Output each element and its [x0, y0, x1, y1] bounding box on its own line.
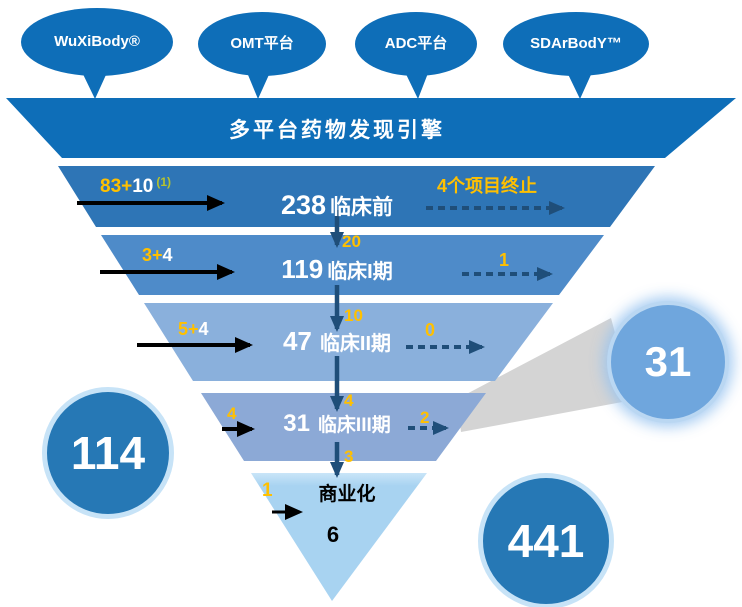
stage-1-band — [58, 166, 655, 227]
bubble-wuxibody-shape — [21, 8, 173, 76]
bubble-adc-shape — [355, 12, 477, 76]
bubble-wuxibody-tail — [80, 66, 110, 99]
transition-4-value: 3 — [344, 447, 354, 466]
summary-circle-441-value: 441 — [507, 515, 585, 567]
callout-wedge — [457, 318, 633, 432]
stage-3-inflow-white: 4 — [198, 319, 209, 339]
stage-5-count: 6 — [326, 522, 340, 547]
banner-shape — [6, 98, 736, 158]
stage-4-band — [201, 393, 486, 461]
transition-2-value: 10 — [344, 306, 363, 325]
stage-2-inflow-white: 4 — [162, 245, 173, 265]
banner-title: 多平台药物发现引擎 — [229, 119, 445, 142]
summary-circle-31-value: 31 — [644, 338, 692, 385]
stage-4-outflow-label: 2 — [420, 408, 430, 427]
summary-circle-441: 441 — [478, 473, 614, 607]
stage-2-outflow-label: 1 — [499, 250, 510, 270]
stage-3-inflow-label: 5+4 — [178, 320, 209, 338]
stage-1-inflow-yellow: 83+ — [100, 176, 133, 197]
bubble-sdarbody-shape — [503, 12, 649, 76]
platform-bubble-sdarbody: SDArBodY™ — [530, 35, 622, 52]
stage-2-inflow-label: 3+4 — [142, 246, 173, 264]
bubble-omt-tail — [246, 68, 272, 99]
summary-circle-31: 31 — [607, 301, 729, 423]
stage-1-title: 238 临床前 — [177, 192, 497, 219]
bubble-omt-shape — [198, 12, 326, 76]
stage-3-inflow-yellow: 5+ — [178, 319, 199, 339]
stage-4-title: 31 临床III期 — [177, 412, 497, 436]
bubble-sdarbody-tail — [566, 68, 594, 99]
stage-1-label: 临床前 — [330, 196, 394, 219]
stage-1-inflow-white: 10 — [132, 176, 154, 197]
transition-1-value: 20 — [342, 232, 361, 251]
platform-bubble-omt: OMT平台 — [230, 35, 294, 52]
stage-5-label: 商业化 — [318, 484, 376, 505]
summary-circle-114-value: 114 — [70, 427, 146, 479]
stage-1-inflow-label: 83+10(1) — [100, 176, 171, 196]
bubble-adc-tail — [404, 68, 430, 99]
transition-3-value: 4 — [344, 391, 354, 410]
stage-4-label: 临床III期 — [317, 415, 391, 436]
stage-2-band — [101, 235, 604, 295]
stage-2-count: 119 — [281, 254, 324, 284]
stage-3-title: 47 临床II期 — [177, 328, 497, 354]
stage-3-label: 临床II期 — [319, 333, 392, 355]
stage-3-outflow-label: 0 — [425, 320, 436, 340]
stage-1-inflow-note: (1) — [156, 175, 172, 189]
stage-2-title: 119 临床I期 — [177, 256, 497, 282]
stage-4-count: 31 — [283, 410, 310, 437]
stage-1-outflow-label: 4个项目终止 — [437, 176, 538, 196]
platform-bubble-adc: ADC平台 — [384, 35, 448, 52]
stage-4-inflow-label: 4 — [227, 404, 237, 423]
inflow-arrows — [77, 195, 303, 520]
stage-5-inflow-label: 1 — [262, 480, 273, 501]
summary-circle-114: 114 — [42, 387, 174, 519]
outflow-arrows — [406, 201, 565, 435]
stage-3-band — [144, 303, 553, 381]
stage-2-label: 临床I期 — [327, 261, 393, 283]
platform-bubble-shapes — [21, 8, 649, 99]
stage-3-count: 47 — [282, 326, 312, 356]
stage-1-count: 238 — [280, 190, 327, 220]
stage-2-inflow-yellow: 3+ — [142, 245, 163, 265]
platform-bubble-wuxibody: WuXiBody® — [54, 33, 140, 50]
